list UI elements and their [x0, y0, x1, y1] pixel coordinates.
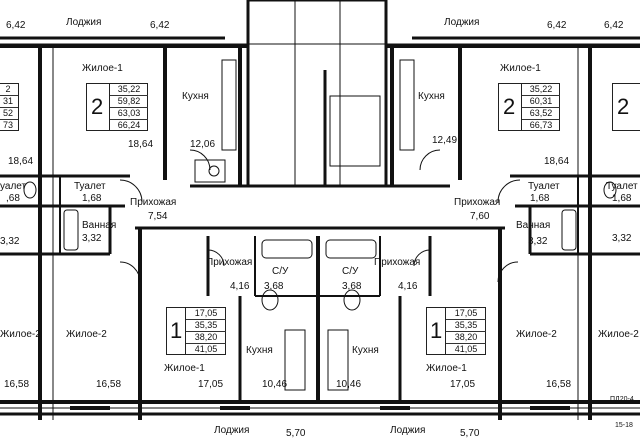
- area-label: 1,68: [612, 193, 632, 204]
- area-label: 16,58: [546, 379, 572, 390]
- area-label: 4,16: [398, 281, 418, 292]
- room-label-hallway: Прихожая: [130, 197, 177, 208]
- area-label: 10,46: [262, 379, 288, 390]
- area-label: 1,68: [82, 193, 102, 204]
- area-label: 6,42: [547, 20, 567, 31]
- room-label-bathroom: Ванная: [82, 220, 117, 231]
- apartment-info-table: 1 17,05 35,35 38,20 41,05: [166, 307, 226, 355]
- area-label: 12,49: [432, 135, 458, 146]
- area-label: 18,64: [8, 156, 34, 167]
- area-label: 3,32: [82, 233, 102, 244]
- room-label-hallway: Прихожая: [206, 257, 253, 268]
- apartment-info-table: 2 35,22 59,82 63,03 66,24: [86, 83, 148, 131]
- room-label-bathroom-combined: С/У: [272, 266, 289, 277]
- room-label-toilet: Туалет: [74, 181, 106, 192]
- area-label: 5,70: [460, 428, 480, 439]
- area-label: 3,68: [342, 281, 362, 292]
- area-label: 12,06: [190, 139, 216, 150]
- room-label-bathroom: Ванная: [516, 220, 551, 231]
- apartment-info-table: 2 35,22 60,31 63,52 66,73: [498, 83, 560, 131]
- area-label: 17,05: [450, 379, 476, 390]
- room-label-loggia: Лоджия: [444, 17, 480, 28]
- area-label: 3,32: [0, 236, 20, 247]
- area-label: 6,42: [6, 20, 26, 31]
- area-label: 18,64: [128, 139, 154, 150]
- apartment-info-table: 1 17,05 35,35 38,20 41,05: [426, 307, 486, 355]
- drawing-code: ПД20-4: [610, 396, 634, 403]
- area-label: ,68: [6, 193, 20, 204]
- area-label: 7,54: [148, 211, 168, 222]
- area-label: 10,46: [336, 379, 362, 390]
- room-label-kitchen: Кухня: [246, 345, 273, 356]
- area-label: 16,58: [4, 379, 30, 390]
- room-label-living-2: Жилое-2: [0, 329, 41, 340]
- room-label-loggia: Лоджия: [214, 425, 250, 436]
- room-label-kitchen: Кухня: [182, 91, 209, 102]
- area-label: 5,70: [286, 428, 306, 439]
- room-label-toilet: Туалет: [606, 181, 638, 192]
- area-label: 3,32: [612, 233, 632, 244]
- room-label-living-2: Жилое-2: [66, 329, 107, 340]
- room-label-living-1: Жилое-1: [82, 63, 123, 74]
- room-label-loggia: Лоджия: [66, 17, 102, 28]
- room-label-living-1: Жилое-1: [500, 63, 541, 74]
- room-label-loggia: Лоджия: [390, 425, 426, 436]
- area-label: 3,32: [528, 236, 548, 247]
- area-label: 4,16: [230, 281, 250, 292]
- room-label-living-1: Жилое-1: [426, 363, 467, 374]
- drawing-code: 15-18: [615, 422, 633, 429]
- room-label-toilet: уалет: [0, 181, 27, 192]
- area-label: 3,68: [264, 281, 284, 292]
- area-label: 6,42: [150, 20, 170, 31]
- room-label-hallway: Прихожая: [374, 257, 421, 268]
- area-label: 1,68: [530, 193, 550, 204]
- room-label-living-2: Жилое-2: [516, 329, 557, 340]
- area-label: 18,64: [544, 156, 570, 167]
- room-label-toilet: Туалет: [528, 181, 560, 192]
- room-label-bathroom-combined: С/У: [342, 266, 359, 277]
- apartment-info-table-partial: 2: [612, 83, 640, 131]
- room-label-kitchen: Кухня: [418, 91, 445, 102]
- area-label: 7,60: [470, 211, 490, 222]
- area-label: 16,58: [96, 379, 122, 390]
- room-label-living-1: Жилое-1: [164, 363, 205, 374]
- room-label-kitchen: Кухня: [352, 345, 379, 356]
- room-label-hallway: Прихожая: [454, 197, 501, 208]
- area-label: 6,42: [604, 20, 624, 31]
- room-label-living-2: Жилое-2: [598, 329, 639, 340]
- area-label: 17,05: [198, 379, 224, 390]
- apartment-info-table-partial: 2 31 52 73: [0, 83, 19, 131]
